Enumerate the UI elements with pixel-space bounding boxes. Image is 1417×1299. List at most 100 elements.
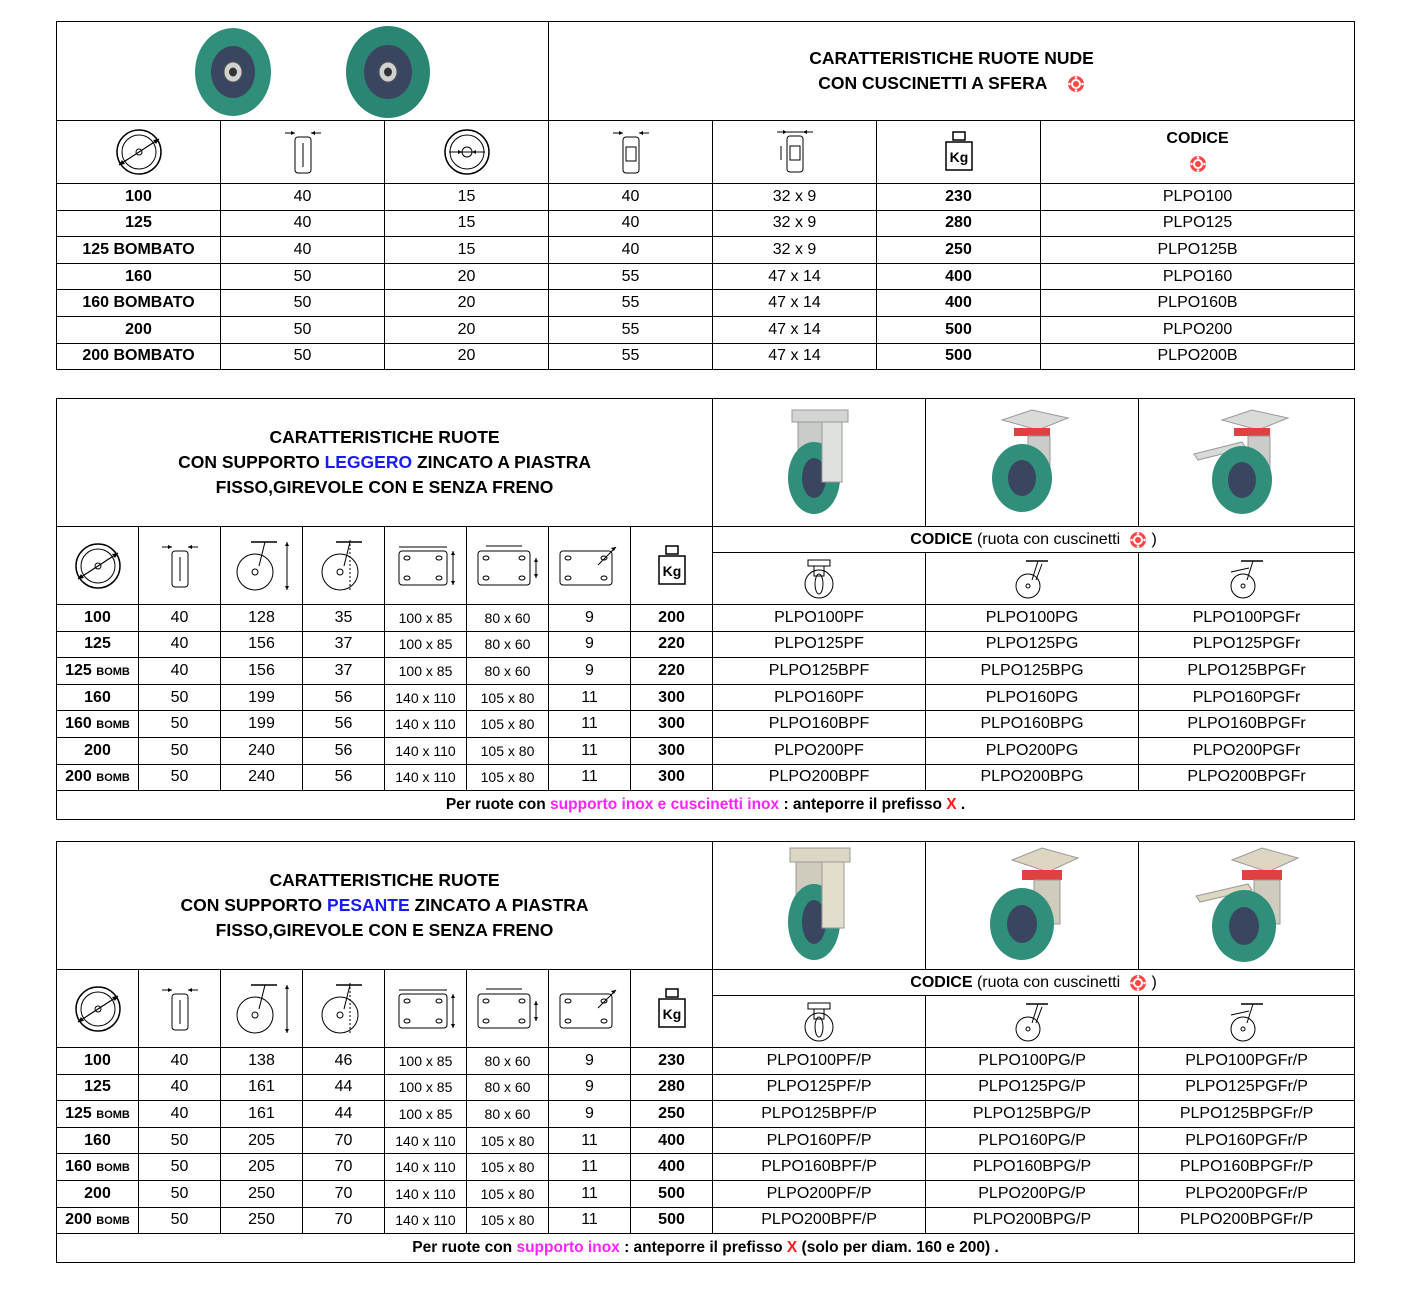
light-support-table: CARATTERISTICHE RUOTE CON SUPPORTO LEGGE… bbox=[55, 398, 1356, 821]
wheel-width-cell: 40 bbox=[138, 1100, 221, 1128]
wheel-width-cell: 40 bbox=[220, 183, 385, 211]
product-code-cell: PLPO160B bbox=[1040, 289, 1356, 317]
wheel-diameter-cell: 200 BOMB bbox=[56, 1206, 139, 1235]
wheel-diameter-icon bbox=[56, 969, 139, 1048]
swivel-brake-code-cell: PLPO125BPGFr bbox=[1138, 657, 1356, 685]
load-weight-label: Kg bbox=[949, 149, 968, 165]
caster-height-cell: 161 bbox=[220, 1073, 303, 1102]
swivel-offset-cell: 35 bbox=[302, 604, 385, 632]
caster-height-cell: 205 bbox=[220, 1126, 303, 1155]
wheel-width-cell: 50 bbox=[220, 342, 385, 371]
wheel-diameter-icon bbox=[56, 120, 221, 184]
swivel-code-cell: PLPO200BPG/P bbox=[925, 1206, 1140, 1235]
fixed-code-cell: PLPO200BPF/P bbox=[712, 1206, 927, 1235]
swivel-offset-cell: 46 bbox=[302, 1047, 385, 1075]
swivel-caster-heavy-photo bbox=[925, 841, 1140, 970]
wheel-diameter-cell: 125 bbox=[56, 1073, 139, 1102]
load-weight-label: Kg bbox=[662, 563, 681, 579]
plate-size-cell: 100 x 85 bbox=[384, 1100, 467, 1128]
fixed-code-cell: PLPO200PF/P bbox=[712, 1179, 927, 1208]
swivel-brake-code-cell: PLPO125PGFr/P bbox=[1138, 1073, 1356, 1102]
wheel-width-cell: 40 bbox=[138, 1047, 221, 1075]
hole-spacing-cell: 105 x 80 bbox=[466, 736, 549, 765]
swivel-offset-cell: 44 bbox=[302, 1100, 385, 1128]
swivel-offset-cell: 56 bbox=[302, 736, 385, 765]
load-capacity-cell: 500 bbox=[629, 1179, 714, 1208]
hub-bore-cell: 15 bbox=[383, 183, 550, 211]
wheel-width-icon bbox=[220, 120, 385, 184]
plate-size-cell: 100 x 85 bbox=[384, 604, 467, 632]
bare-wheels-table: CARATTERISTICHE RUOTE NUDE CON CUSCINETT… bbox=[55, 21, 1356, 371]
hub-length-cell: 55 bbox=[548, 262, 714, 291]
swivel-offset-cell: 70 bbox=[302, 1126, 385, 1155]
plate-size-cell: 140 x 110 bbox=[384, 1206, 467, 1235]
hole-diameter-cell: 9 bbox=[548, 1100, 631, 1128]
fixed-code-cell: PLPO200BPF bbox=[712, 763, 927, 792]
wheel-width-cell: 50 bbox=[220, 262, 385, 291]
hub-bore-cell: 15 bbox=[383, 209, 550, 238]
bare-wheels-photo bbox=[55, 21, 550, 121]
codice-header: CODICE bbox=[1040, 120, 1356, 184]
hole-diameter-cell: 11 bbox=[548, 683, 631, 712]
load-weight-icon: Kg bbox=[629, 969, 714, 1048]
fixed-code-cell: PLPO160PF bbox=[712, 683, 927, 712]
product-code-cell: PLPO200B bbox=[1040, 342, 1356, 371]
wheel-diameter-cell: 125 BOMB bbox=[56, 657, 139, 685]
swivel-offset-icon bbox=[302, 969, 385, 1048]
hole-diameter-cell: 9 bbox=[548, 657, 631, 685]
caster-height-cell: 250 bbox=[220, 1206, 303, 1235]
swivel-code-cell: PLPO200PG bbox=[925, 736, 1140, 765]
fixed-code-cell: PLPO160BPF bbox=[712, 710, 927, 738]
caster-height-cell: 199 bbox=[220, 710, 303, 738]
hole-spacing-cell: 80 x 60 bbox=[466, 1100, 549, 1128]
bombato-suffix: BOMB bbox=[96, 719, 130, 732]
swivel-brake-caster-icon bbox=[1138, 552, 1356, 605]
axle-dimension-cell: 47 x 14 bbox=[712, 315, 878, 344]
swivel-offset-cell: 37 bbox=[302, 657, 385, 685]
swivel-code-cell: PLPO160BPG bbox=[925, 710, 1140, 738]
swivel-offset-cell: 70 bbox=[302, 1153, 385, 1181]
caster-height-cell: 205 bbox=[220, 1153, 303, 1181]
load-capacity-cell: 200 bbox=[629, 604, 714, 632]
hole-diameter-cell: 11 bbox=[548, 736, 631, 765]
caster-height-icon bbox=[220, 969, 303, 1048]
wheel-width-cell: 40 bbox=[138, 657, 221, 685]
load-weight-icon: Kg bbox=[876, 120, 1042, 184]
swivel-brake-code-cell: PLPO160PGFr bbox=[1138, 683, 1356, 712]
axle-dimension-icon bbox=[712, 120, 878, 184]
load-capacity-cell: 220 bbox=[629, 630, 714, 659]
hole-spacing-cell: 105 x 80 bbox=[466, 710, 549, 738]
swivel-offset-cell: 56 bbox=[302, 763, 385, 792]
bombato-suffix: BOMB bbox=[96, 1108, 130, 1121]
swivel-brake-code-cell: PLPO160PGFr/P bbox=[1138, 1126, 1356, 1155]
swivel-brake-code-cell: PLPO125PGFr bbox=[1138, 630, 1356, 659]
swivel-brake-code-cell: PLPO160BPGFr/P bbox=[1138, 1153, 1356, 1181]
wheel-diameter-cell: 200 BOMB bbox=[56, 763, 139, 792]
hub-length-cell: 40 bbox=[548, 183, 714, 211]
swivel-code-cell: PLPO200PG/P bbox=[925, 1179, 1140, 1208]
hub-length-icon bbox=[548, 120, 714, 184]
wheel-width-cell: 50 bbox=[138, 736, 221, 765]
swivel-offset-cell: 70 bbox=[302, 1206, 385, 1235]
swivel-brake-caster-photo bbox=[1138, 398, 1356, 527]
section3-title: CARATTERISTICHE RUOTE CON SUPPORTO PESAN… bbox=[55, 841, 714, 970]
hole-spacing-cell: 105 x 80 bbox=[466, 1126, 549, 1155]
bombato-suffix: BOMB bbox=[96, 665, 130, 678]
fixed-code-cell: PLPO100PF bbox=[712, 604, 927, 632]
swivel-code-cell: PLPO100PG bbox=[925, 604, 1140, 632]
bombato-suffix: BOMB bbox=[96, 1162, 130, 1175]
hole-diameter-cell: 9 bbox=[548, 630, 631, 659]
fixed-caster-icon bbox=[712, 995, 927, 1048]
swivel-brake-code-cell: PLPO100PGFr/P bbox=[1138, 1047, 1356, 1075]
wheel-diameter-cell: 200 BOMBATO bbox=[56, 342, 221, 371]
plate-size-cell: 140 x 110 bbox=[384, 1179, 467, 1208]
load-weight-label: Kg bbox=[662, 1006, 681, 1022]
wheel-diameter-cell: 200 bbox=[56, 1179, 139, 1208]
wheel-width-cell: 40 bbox=[220, 209, 385, 238]
caster-height-cell: 128 bbox=[220, 604, 303, 632]
load-capacity-cell: 230 bbox=[876, 183, 1042, 211]
wheel-width-cell: 40 bbox=[138, 604, 221, 632]
load-weight-icon: Kg bbox=[629, 526, 714, 605]
